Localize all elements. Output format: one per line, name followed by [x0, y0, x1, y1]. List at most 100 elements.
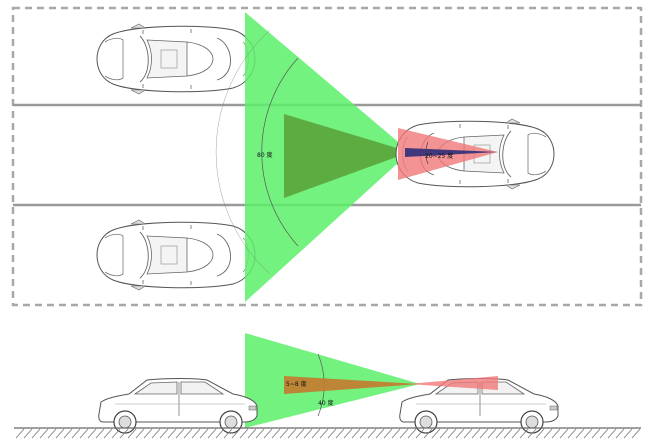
ground-hatch-mark: [527, 428, 537, 439]
ground-hatch-mark: [215, 428, 225, 439]
ground-hatch-mark: [519, 428, 529, 439]
ground-hatch-mark: [159, 428, 169, 439]
red-beam-zone-top: [398, 152, 498, 180]
ground-hatch-mark: [327, 428, 337, 439]
ground-hatch-mark: [359, 428, 369, 439]
ground-hatch-mark: [279, 428, 289, 439]
ground-hatch-mark: [559, 428, 569, 439]
ground-hatch-mark: [575, 428, 585, 439]
ground-hatch-mark: [383, 428, 393, 439]
label-side-narrow-angle: 5~8 度: [286, 380, 307, 388]
coverage-zones-top: [215, 12, 410, 302]
ground-hatch-mark: [47, 428, 57, 439]
ground-hatch-mark: [15, 428, 25, 439]
label-side-wide-angle: 40 度: [318, 399, 334, 407]
parked-car-bottom: [96, 219, 256, 291]
ground-hatch-mark: [199, 428, 209, 439]
ground-hatch-mark: [223, 428, 233, 439]
ground-hatch-mark: [407, 428, 417, 439]
ground-hatch-mark: [239, 428, 249, 439]
ground-hatch-mark: [31, 428, 41, 439]
ground-hatch-mark: [175, 428, 185, 439]
narrow-coverage-zone-top: [284, 114, 410, 198]
ground-hatch-mark: [247, 428, 257, 439]
ground-hatch-mark: [287, 428, 297, 439]
ground-hatch-mark: [295, 428, 305, 439]
ground-hatch-mark: [599, 428, 609, 439]
ground-hatch-mark: [111, 428, 121, 439]
narrow-angle-arc-top: [425, 141, 429, 165]
ground-hatch-mark: [423, 428, 433, 439]
ground-hatch-mark: [583, 428, 593, 439]
red-beam-zone-top-upper: [398, 128, 498, 153]
ground-hatch-mark: [255, 428, 265, 439]
ground-hatch-mark: [343, 428, 353, 439]
ground-hatch-mark: [319, 428, 329, 439]
ground-hatch-mark: [607, 428, 617, 439]
ground-hatch-mark: [23, 428, 33, 439]
ground-hatch-mark: [463, 428, 473, 439]
ground-hatch-mark: [535, 428, 545, 439]
ground-hatch-mark: [351, 428, 361, 439]
ground-hatch-mark: [367, 428, 377, 439]
ground-hatch-mark: [191, 428, 201, 439]
ground-hatch-mark: [127, 428, 137, 439]
ground-hatch-mark: [447, 428, 457, 439]
ground-line: [14, 427, 641, 439]
ground-hatch-mark: [143, 428, 153, 439]
ground-hatch-mark: [503, 428, 513, 439]
ground-hatch-mark: [415, 428, 425, 439]
ground-hatch-mark: [119, 428, 129, 439]
ground-hatch-mark: [231, 428, 241, 439]
left-car-side: [98, 377, 258, 434]
wide-angle-arc-top-outer: [215, 29, 271, 275]
parked-car-top: [96, 23, 256, 95]
ground-hatch-mark: [311, 428, 321, 439]
ground-hatch-mark: [303, 428, 313, 439]
ground-hatch-mark: [543, 428, 553, 439]
ground-hatch-mark: [471, 428, 481, 439]
ground-hatch-mark: [455, 428, 465, 439]
parking-lot-dashed-border: [11, 6, 643, 307]
ground-hatch-mark: [615, 428, 625, 439]
ground-hatch-mark: [487, 428, 497, 439]
ground-hatch-mark: [103, 428, 113, 439]
ground-hatch-mark: [263, 428, 273, 439]
side-view: 5~8 度 40 度: [98, 333, 559, 434]
red-beam-zone-side: [408, 376, 498, 390]
ground-hatch-mark: [623, 428, 633, 439]
wide-angle-arc-top: [261, 57, 299, 247]
ground-hatch-mark: [63, 428, 73, 439]
ground-hatch-mark: [335, 428, 345, 439]
ground-hatch-mark: [87, 428, 97, 439]
label-top-wide-angle: 80 度: [257, 151, 273, 159]
ground-hatch-mark: [375, 428, 385, 439]
ground-hatch-mark: [207, 428, 217, 439]
ground-hatch-mark: [439, 428, 449, 439]
ground-hatch-mark: [551, 428, 561, 439]
ground-hatch-mark: [511, 428, 521, 439]
ground-hatch-mark: [151, 428, 161, 439]
ground-hatch-mark: [135, 428, 145, 439]
ground-hatch-mark: [591, 428, 601, 439]
red-beam-top: [398, 128, 498, 180]
ground-hatch-mark: [167, 428, 177, 439]
sensor-beam-core-top: [405, 148, 498, 157]
ground-hatch-mark: [479, 428, 489, 439]
ground-hatch-mark: [55, 428, 65, 439]
narrow-coverage-zone-side: [284, 376, 420, 394]
ground-hatch-mark: [399, 428, 409, 439]
ground-hatch-mark: [39, 428, 49, 439]
ground-hatch-mark: [71, 428, 81, 439]
ground-hatch-mark: [271, 428, 281, 439]
ground-hatch-mark: [79, 428, 89, 439]
ground-hatch-mark: [391, 428, 401, 439]
ground-hatch-mark: [631, 428, 641, 439]
ground-hatch-mark: [95, 428, 105, 439]
label-top-narrow-angle: 20~25 度: [425, 152, 453, 160]
ground-hatch-mark: [431, 428, 441, 439]
ground-hatch-mark: [495, 428, 505, 439]
ground-hatch-mark: [567, 428, 577, 439]
ground-hatch-mark: [183, 428, 193, 439]
